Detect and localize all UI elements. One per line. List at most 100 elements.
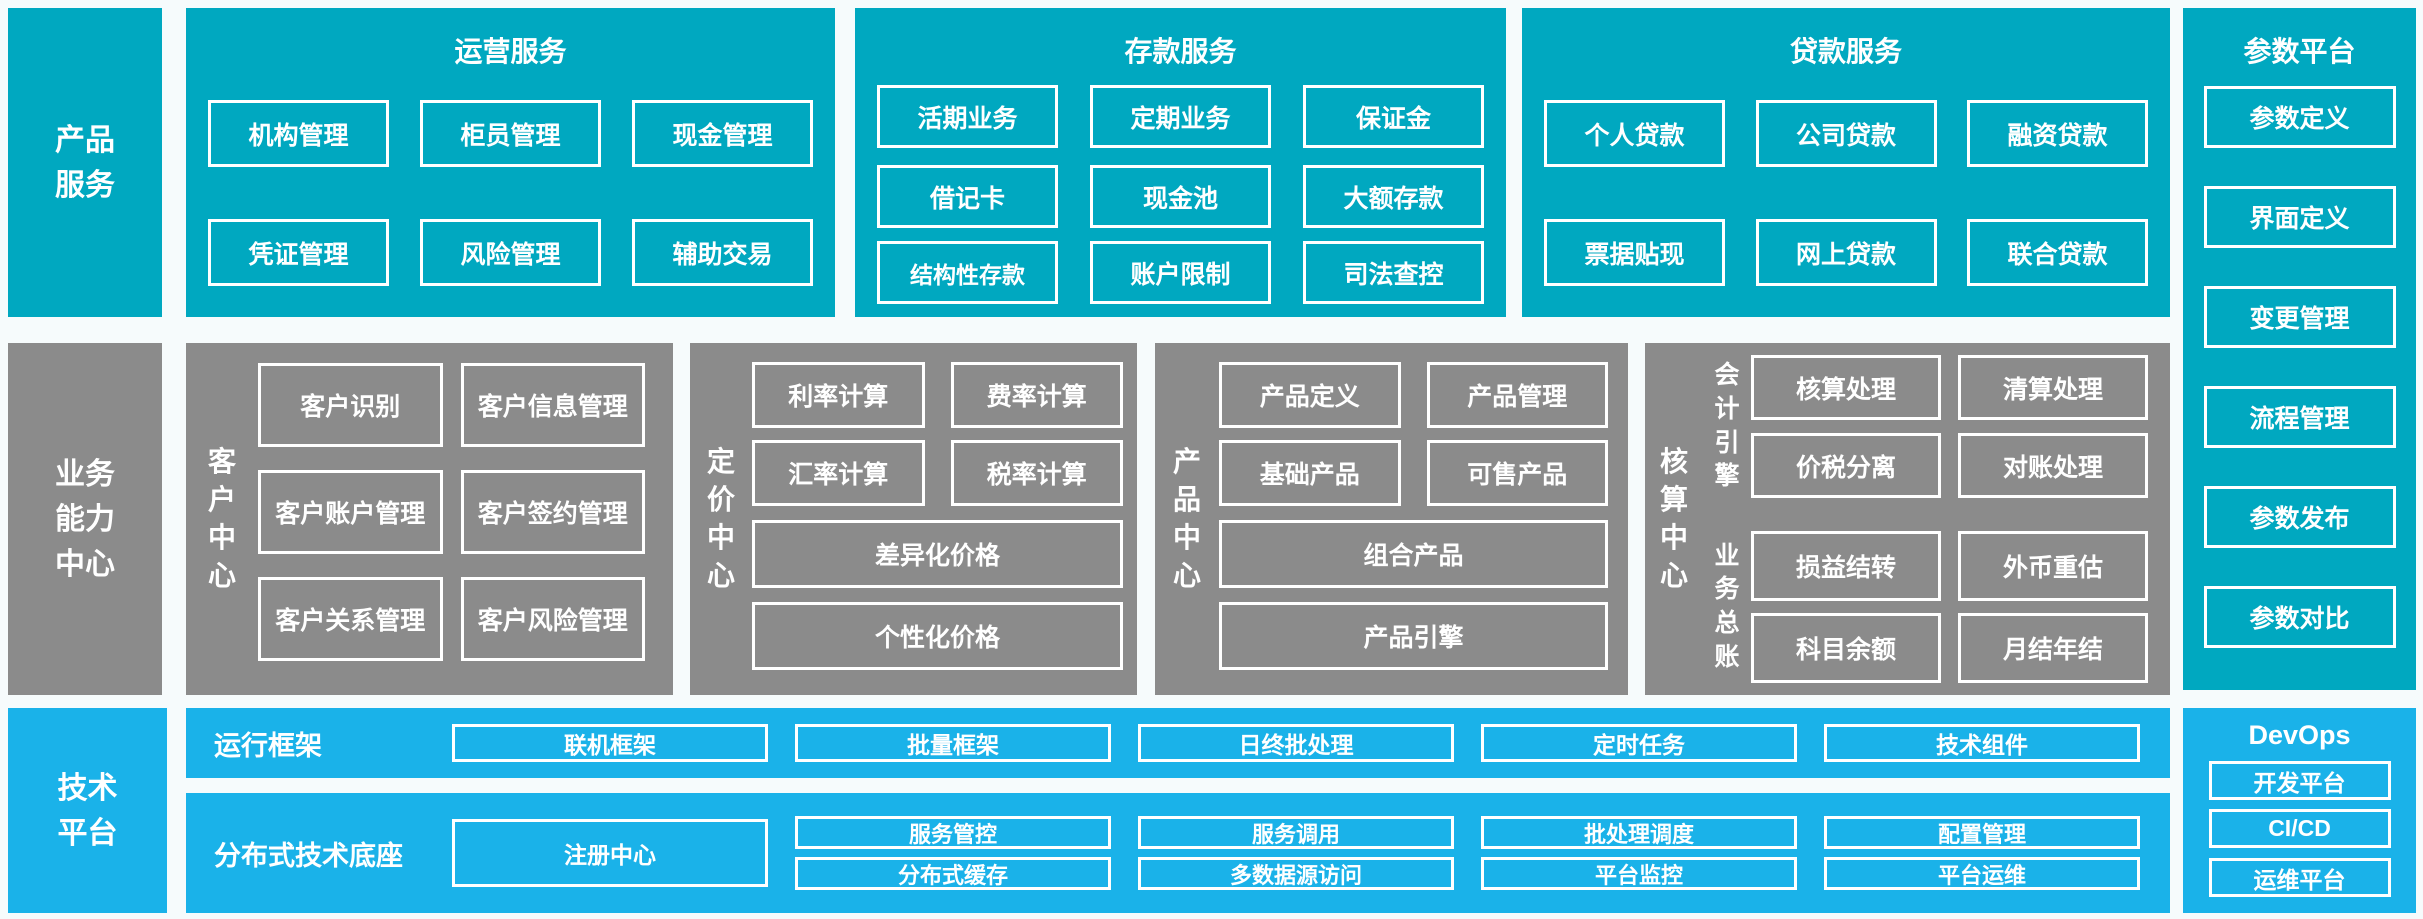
module-box: 客户风险管理 <box>460 577 645 661</box>
pricing-center-label: 定价中心 <box>706 446 735 591</box>
module-box: 配置管理 <box>1824 816 2140 849</box>
module-box: 凭证管理 <box>208 219 389 286</box>
product-services-label: 产品服务 <box>55 123 115 202</box>
deposit-title: 存款服务 <box>1124 36 1237 67</box>
tech-platform-label: 技术平台 <box>57 771 118 850</box>
business-capability-sidebar: 业务能力中心 <box>8 343 162 695</box>
parameter-platform-title: 参数平台 <box>2243 36 2356 67</box>
module-box: 个性化价格 <box>752 602 1123 670</box>
runtime-framework-label: 运行框架 <box>214 730 322 761</box>
loan-section: 贷款服务 个人贷款 公司贷款 融资贷款 票据贴现 网上贷款 联合贷款 <box>1522 8 2170 317</box>
parameter-platform-section: 参数平台 参数定义 界面定义 变更管理 流程管理 参数发布 参数对比 <box>2183 8 2416 690</box>
operations-title: 运营服务 <box>454 36 567 67</box>
module-box: 月结年结 <box>1958 613 2148 683</box>
module-box: 联合贷款 <box>1967 219 2148 286</box>
tech-platform-sidebar: 技术平台 <box>8 708 167 913</box>
module-box: 服务管控 <box>795 816 1111 849</box>
devops-section: DevOps 开发平台 CI/CD 运维平台 <box>2183 708 2416 913</box>
distributed-base-label: 分布式技术底座 <box>214 840 403 871</box>
module-box: 活期业务 <box>877 85 1058 148</box>
module-box: 参数定义 <box>2203 86 2396 148</box>
loan-title: 贷款服务 <box>1789 36 1902 67</box>
module-box: 开发平台 <box>2208 761 2391 800</box>
module-box: 客户关系管理 <box>258 577 443 661</box>
runtime-framework-strip: 运行框架 联机框架 批量框架 日终批处理 定时任务 技术组件 <box>186 708 2170 778</box>
pricing-center-section: 定价中心 利率计算 费率计算 汇率计算 税率计算 差异化价格 个性化价格 <box>690 343 1137 695</box>
module-box: 科目余额 <box>1751 613 1941 683</box>
module-box: 平台运维 <box>1824 857 2140 890</box>
module-box: 定时任务 <box>1481 724 1797 762</box>
module-box: 差异化价格 <box>752 520 1123 588</box>
module-box: 参数发布 <box>2203 486 2396 548</box>
module-box: 批量框架 <box>795 724 1111 762</box>
module-box: 辅助交易 <box>632 219 813 286</box>
module-box: 机构管理 <box>208 100 389 167</box>
accounting-center-label: 核算中心 <box>1659 446 1688 591</box>
module-box: 产品定义 <box>1219 362 1401 428</box>
customer-center-section: 客户中心 客户识别 客户信息管理 客户账户管理 客户签约管理 客户关系管理 客户… <box>186 343 673 695</box>
module-box: 柜员管理 <box>420 100 601 167</box>
business-capability-label: 业务能力中心 <box>55 457 115 581</box>
module-box: 产品管理 <box>1426 362 1608 428</box>
module-box: 融资贷款 <box>1967 100 2148 167</box>
module-box: 费率计算 <box>950 362 1123 428</box>
module-box: 客户识别 <box>258 363 443 447</box>
business-ledger-group: 业务总账 损益结转 外币重估 科目余额 月结年结 <box>1703 531 2148 683</box>
module-box: 多数据源访问 <box>1138 857 1454 890</box>
module-box: 对账处理 <box>1958 433 2148 498</box>
module-box: 客户账户管理 <box>258 470 443 554</box>
module-box: 风险管理 <box>420 219 601 286</box>
module-box: 批处理调度 <box>1481 816 1797 849</box>
module-box: 公司贷款 <box>1755 100 1937 167</box>
module-box: 现金管理 <box>632 100 813 167</box>
module-box: 变更管理 <box>2203 286 2396 348</box>
module-box: 账户限制 <box>1090 241 1271 304</box>
module-box: 定期业务 <box>1090 85 1271 148</box>
module-box: 基础产品 <box>1219 440 1401 506</box>
module-box: 客户信息管理 <box>460 363 645 447</box>
devops-title: DevOps <box>2248 720 2351 750</box>
module-box: 外币重估 <box>1958 531 2148 601</box>
business-ledger-label: 业务总账 <box>1714 541 1740 671</box>
accounting-center-section: 核算中心 会计引擎 核算处理 清算处理 价税分离 对账处理 业务总账 损 <box>1645 343 2170 695</box>
distributed-base-strip: 分布式技术底座 注册中心 服务管控 分布式缓存 服务调用 多数据源访问 批处理调… <box>186 793 2170 913</box>
module-box: 日终批处理 <box>1138 724 1454 762</box>
module-box: 清算处理 <box>1958 355 2148 420</box>
module-box: 运维平台 <box>2208 858 2391 897</box>
module-box: 参数对比 <box>2203 586 2396 648</box>
module-box: 服务调用 <box>1138 816 1454 849</box>
module-box: 税率计算 <box>950 440 1123 506</box>
module-box: 利率计算 <box>752 362 925 428</box>
module-box: 产品引擎 <box>1219 602 1608 670</box>
module-box: 票据贴现 <box>1544 219 1725 286</box>
accounting-engine-label: 会计引擎 <box>1714 361 1740 491</box>
module-box: 价税分离 <box>1751 433 1941 498</box>
product-center-section: 产品中心 产品定义 产品管理 基础产品 可售产品 组合产品 产品引擎 <box>1155 343 1628 695</box>
module-box: 流程管理 <box>2203 386 2396 448</box>
registry-center-box: 注册中心 <box>452 819 768 887</box>
module-box: 现金池 <box>1090 165 1271 228</box>
module-box: 联机框架 <box>452 724 768 762</box>
product-services-sidebar: 产品服务 <box>8 8 162 317</box>
module-box: 借记卡 <box>877 165 1058 228</box>
accounting-engine-group: 会计引擎 核算处理 清算处理 价税分离 对账处理 <box>1703 355 2148 498</box>
customer-center-label: 客户中心 <box>207 446 236 591</box>
module-box: 组合产品 <box>1219 520 1608 588</box>
module-box: 损益结转 <box>1751 531 1941 601</box>
product-center-label: 产品中心 <box>1172 446 1201 591</box>
module-box: 界面定义 <box>2203 186 2396 248</box>
module-box: 技术组件 <box>1824 724 2140 762</box>
module-box: 个人贷款 <box>1544 100 1725 167</box>
module-box: 网上贷款 <box>1755 219 1937 286</box>
module-box: 分布式缓存 <box>795 857 1111 890</box>
module-box: 客户签约管理 <box>460 470 645 554</box>
module-box: 保证金 <box>1303 85 1484 148</box>
module-box: 可售产品 <box>1426 440 1608 506</box>
module-box: 司法查控 <box>1303 241 1484 304</box>
operations-section: 运营服务 机构管理 柜员管理 现金管理 凭证管理 风险管理 辅助交易 <box>186 8 835 317</box>
module-box: 大额存款 <box>1303 165 1484 228</box>
module-box: 结构性存款 <box>877 241 1058 304</box>
module-box: 核算处理 <box>1751 355 1941 420</box>
module-box: CI/CD <box>2208 809 2391 848</box>
